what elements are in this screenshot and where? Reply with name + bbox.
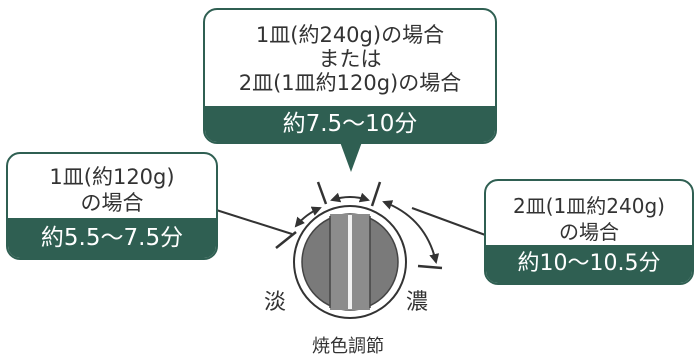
tick-4 bbox=[417, 264, 443, 270]
dial-caption: 焼色調節 bbox=[312, 336, 384, 357]
top-time-bar: 約7.5〜10分 bbox=[205, 106, 495, 142]
left-line-1: 1皿(約120g) bbox=[49, 165, 175, 189]
top-callout-box: 1皿(約240g)の場合 または 2皿(1皿約120g)の場合 約7.5〜10分 bbox=[203, 8, 497, 144]
tick-1 bbox=[275, 231, 297, 249]
right-line-1: 2皿(1皿約240g) bbox=[513, 194, 665, 218]
range-arc-dark bbox=[382, 200, 440, 264]
range-arc-middle bbox=[330, 192, 370, 203]
top-line-2: または bbox=[318, 47, 382, 71]
top-line-3: 2皿(1皿約120g)の場合 bbox=[238, 71, 462, 95]
left-callout-line bbox=[209, 207, 293, 235]
left-callout-box: 1皿(約120g) の場合 約5.5〜7.5分 bbox=[6, 152, 218, 260]
top-callout-text: 1皿(約240g)の場合 または 2皿(1皿約120g)の場合 bbox=[205, 10, 495, 95]
right-callout-text: 2皿(1皿約240g) の場合 bbox=[486, 181, 692, 245]
tick-2 bbox=[316, 181, 328, 205]
range-arc-light bbox=[294, 206, 322, 228]
browning-dial-knob[interactable] bbox=[293, 205, 407, 319]
left-time-bar: 約5.5〜7.5分 bbox=[8, 218, 216, 258]
left-line-2: の場合 bbox=[80, 191, 144, 215]
right-callout-box: 2皿(1皿約240g) の場合 約10〜10.5分 bbox=[484, 179, 694, 285]
top-line-1: 1皿(約240g)の場合 bbox=[255, 23, 445, 47]
right-line-2: の場合 bbox=[559, 220, 619, 244]
dark-label: 濃 bbox=[406, 290, 429, 315]
tick-3 bbox=[370, 181, 382, 207]
left-callout-text: 1皿(約120g) の場合 bbox=[8, 154, 216, 216]
light-label: 淡 bbox=[264, 290, 287, 315]
top-box-pointer bbox=[340, 142, 362, 172]
right-time-bar: 約10〜10.5分 bbox=[486, 245, 692, 283]
